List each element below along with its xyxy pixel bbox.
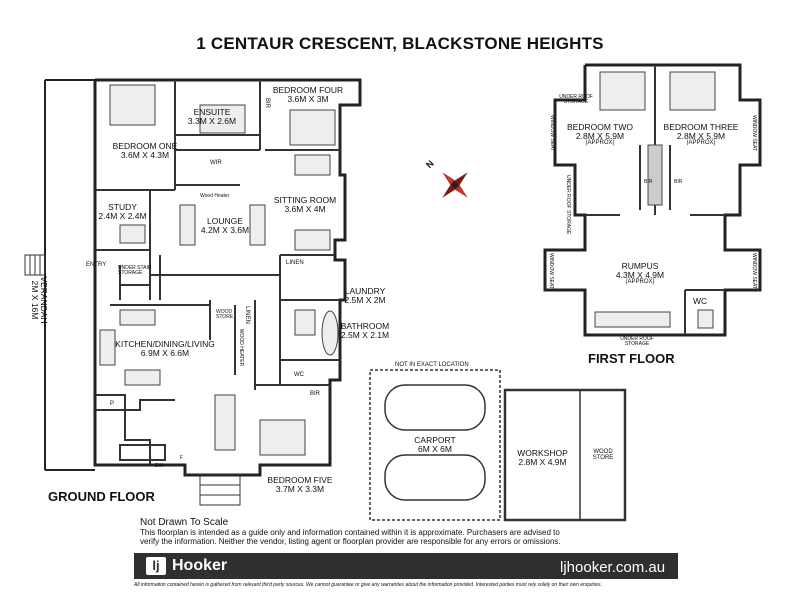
label-wood-heater-b: WOOD HEATER xyxy=(238,328,245,367)
room-name: BEDROOM TWO xyxy=(567,122,633,132)
label-wc: WC xyxy=(294,372,304,378)
room-name: BEDROOM THREE xyxy=(663,122,739,132)
room-size: 3.3M X 2.6M xyxy=(187,115,237,126)
room-study: STUDY 2.4M X 2.4M xyxy=(95,203,150,220)
label-window-seat-a: WINDOW SEAT xyxy=(549,115,555,152)
label-wir: WIR xyxy=(210,160,222,166)
room-size: 2.8M X 5.9M xyxy=(676,130,726,141)
room-bedroom-four: BEDROOM FOUR 3.6M X 3M xyxy=(268,86,348,103)
room-name: ENSUITE xyxy=(193,107,231,117)
plan-title: 1 CENTAUR CRESCENT, BLACKSTONE HEIGHTS xyxy=(196,34,604,53)
first-outer-wall xyxy=(543,63,762,337)
compass-rose xyxy=(442,172,468,198)
room-bedroom-five: BEDROOM FIVE 3.7M X 3.3M xyxy=(265,476,335,493)
room-name: LAUNDRY xyxy=(344,286,386,296)
label-entry: ENTRY xyxy=(86,262,107,268)
room-size: 2.5M X 2M xyxy=(344,294,386,305)
room-size: 6.9M X 6.6M xyxy=(140,347,190,358)
room-size: 4.3M X 4.9M xyxy=(615,269,665,280)
room-size: 3.6M X 4.3M xyxy=(120,149,170,160)
label-window-seat-b: WINDOW SEAT xyxy=(751,115,757,152)
room-note: (APPROX) xyxy=(625,279,655,285)
room-name: SITTING ROOM xyxy=(273,195,337,205)
label-dw: DW xyxy=(155,463,164,469)
disclaimer: This floorplan is intended as a guide on… xyxy=(140,528,561,546)
room-name: VERANDAH xyxy=(39,276,49,324)
carport-note: NOT IN EXACT LOCATION xyxy=(395,362,469,368)
room-size: 2.8M X 5.9M xyxy=(575,130,625,141)
bed-one xyxy=(109,84,156,126)
brand-logo[interactable]: lj Hooker xyxy=(146,557,227,575)
label-linen-a: LINEN xyxy=(286,260,304,266)
room-bathroom: BATHROOM 2.5M X 2.1M xyxy=(340,322,390,339)
room-name: LOUNGE xyxy=(207,216,243,226)
bed-four xyxy=(289,109,336,146)
room-name: KITCHEN/DINING/LIVING xyxy=(115,339,215,349)
label-bir-first-b: BIR xyxy=(674,179,683,185)
dining-table xyxy=(214,394,236,451)
first-floor-label: FIRST FLOOR xyxy=(588,351,675,366)
room-size: 3.6M X 4M xyxy=(284,203,326,214)
label-window-seat-d: WINDOW SEAT xyxy=(751,253,757,290)
room-kitchen: KITCHEN/DINING/LIVING 6.9M X 6.6M xyxy=(115,340,215,357)
not-to-scale: Not Drawn To Scale xyxy=(140,517,229,528)
room-name: WORKSHOP xyxy=(517,448,568,458)
room-workshop: WORKSHOP 2.8M X 4.9M xyxy=(510,449,575,466)
room-ensuite: ENSUITE 3.3M X 2.6M xyxy=(182,108,242,125)
room-name: BEDROOM ONE xyxy=(112,141,178,151)
logo-mark: lj xyxy=(146,557,166,575)
label-bir-a: BIR xyxy=(264,97,271,109)
room-size: 2.5M X 2.1M xyxy=(340,329,390,340)
room-name: BEDROOM FIVE xyxy=(267,475,333,485)
room-size: 3.6M X 3M xyxy=(287,93,329,104)
room-bedroom-one: BEDROOM ONE 3.6M X 4.3M xyxy=(110,142,180,159)
ground-floor-label: GROUND FLOOR xyxy=(48,489,155,504)
room-size: 3.7M X 3.3M xyxy=(275,483,325,494)
room-size: 2.8M X 4.9M xyxy=(518,456,567,467)
fine-print: All information contained herein is gath… xyxy=(134,582,602,588)
room-name: STUDY xyxy=(108,202,137,212)
footer-bar xyxy=(134,553,678,579)
room-note: (APPROX) xyxy=(585,140,615,146)
label-under-roof-storage-side: UNDER ROOF STORAGE xyxy=(565,175,571,235)
room-name: BEDROOM FOUR xyxy=(272,85,344,95)
room-note: (APPROX) xyxy=(686,140,716,146)
label-fridge: F xyxy=(180,455,184,461)
label-bir-first-a: BIR xyxy=(644,179,653,185)
label-wood-store: WOOD STORE xyxy=(216,309,234,320)
room-size: 6M X 6M xyxy=(417,443,452,454)
room-lounge: LOUNGE 4.2M X 3.6M xyxy=(190,217,260,234)
room-name: RUMPUS xyxy=(621,261,659,271)
room-verandah: VERANDAH 2M X 16M xyxy=(31,265,50,335)
room-size: 4.2M X 3.6M xyxy=(200,224,250,235)
room-laundry: LAUNDRY 2.5M X 2M xyxy=(340,287,390,304)
ensuite-bath xyxy=(199,104,246,134)
label-under-roof-storage-top: UNDER ROOF STORAGE xyxy=(559,94,593,105)
room-size: 2.4M X 2.4M xyxy=(98,210,147,221)
label-bir-b: BIR xyxy=(310,391,321,397)
bed-three xyxy=(669,71,716,111)
label-wood-heater: Wood Heater xyxy=(200,193,230,199)
room-name: CARPORT xyxy=(414,435,456,445)
label-wc-first: WC xyxy=(693,296,708,306)
room-sitting: SITTING ROOM 3.6M X 4M xyxy=(270,196,340,213)
room-carport: CARPORT 6M X 6M xyxy=(405,436,465,453)
label-window-seat-c: WINDOW SEAT xyxy=(548,253,554,290)
label-under-stair: UNDER STAIR STORAGE xyxy=(118,265,152,276)
label-wood-store-outdoor: WOOD STORE xyxy=(592,449,614,461)
website-link[interactable]: ljhooker.com.au xyxy=(560,559,666,576)
label-under-roof-storage-bottom: UNDER ROOF STORAGE xyxy=(620,336,654,347)
bed-five xyxy=(259,419,306,456)
room-rumpus: RUMPUS 4.3M X 4.9M (APPROX) xyxy=(605,262,675,285)
room-bedroom-three: BEDROOM THREE 2.8M X 5.9M (APPROX) xyxy=(663,123,739,146)
label-linen-b: LINEN xyxy=(243,306,250,324)
label-pantry: P xyxy=(110,401,115,407)
room-name: BATHROOM xyxy=(340,321,390,331)
bed-two xyxy=(599,71,646,111)
room-bedroom-two: BEDROOM TWO 2.8M X 5.9M (APPROX) xyxy=(565,123,635,146)
logo-name: Hooker xyxy=(172,557,228,574)
